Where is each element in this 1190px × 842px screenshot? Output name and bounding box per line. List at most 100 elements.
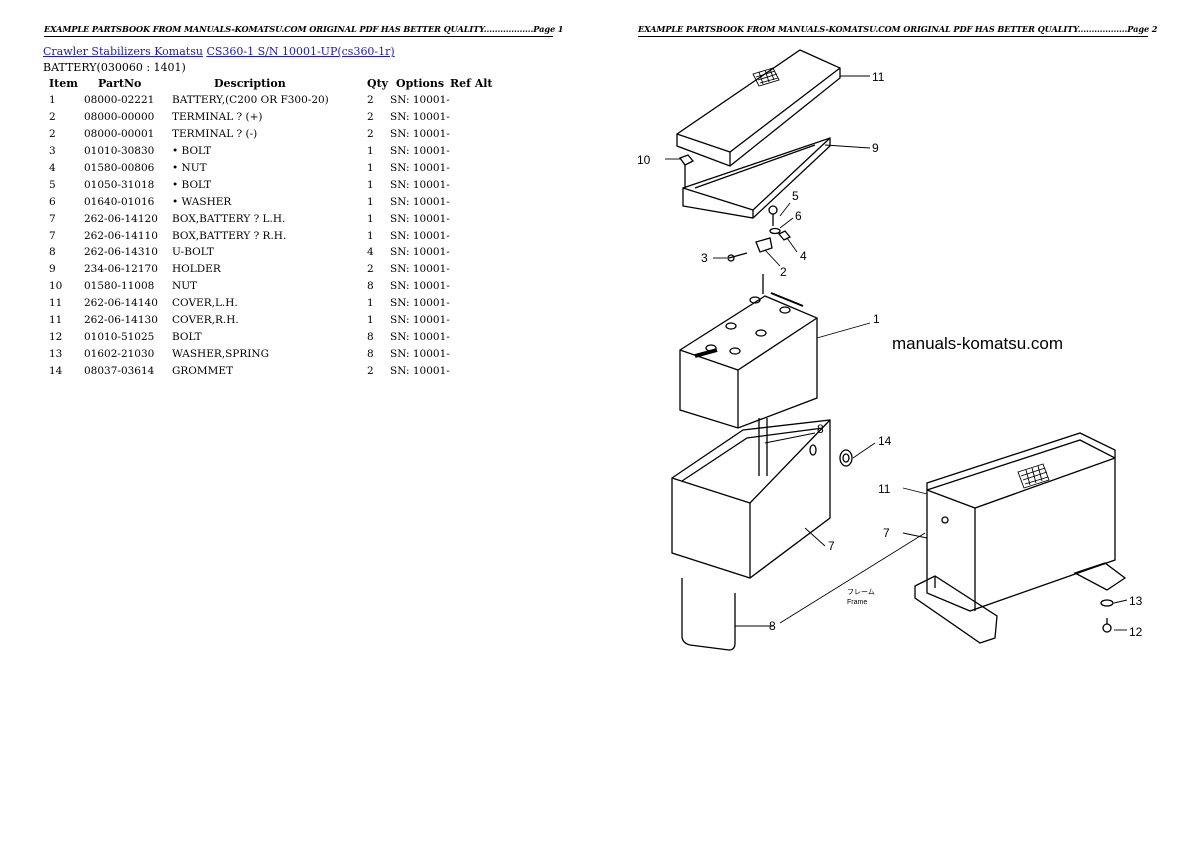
callout-5: 5 [792, 189, 799, 203]
cell-description: • WASHER [172, 195, 232, 208]
callout-10: 10 [637, 153, 651, 167]
u-bolt [681, 418, 768, 651]
assembled-battery-box [926, 432, 1116, 612]
callout-3: 3 [701, 251, 708, 265]
battery-body [679, 274, 818, 429]
cell-partno: 262-06-14130 [84, 314, 158, 327]
hardware-washer-6 [769, 227, 781, 235]
cell-item: 5 [49, 178, 56, 191]
callout-labels: 11 9 10 5 6 3 2 4 1 8 7 8 14 11 7 13 12 … [637, 70, 1143, 639]
cell-item: 11 [49, 314, 63, 327]
cell-item: 13 [49, 347, 63, 360]
page-header: EXAMPLE PARTSBOOK FROM MANUALS-KOMATSU.C… [44, 24, 564, 34]
breadcrumb-link-model[interactable]: CS360-1 S/N 10001-UP(cs360-1r) [206, 45, 395, 58]
cell-partno: 262-06-14110 [84, 229, 158, 242]
cell-partno: 08000-00000 [84, 111, 155, 124]
callout-11: 11 [872, 70, 885, 84]
cell-description: TERMINAL ? (+) [172, 111, 263, 124]
page-1: EXAMPLE PARTSBOOK FROM MANUALS-KOMATSU.C… [43, 24, 564, 379]
cell-partno: 08037-03614 [84, 364, 155, 377]
callout-2: 2 [780, 265, 787, 279]
cell-refalt [450, 244, 493, 261]
cell-refalt [450, 328, 493, 345]
callout-11-assembled: 11 [878, 482, 891, 496]
cell-description: BATTERY,(C200 OR F300-20) [172, 94, 329, 107]
cell-options: SN: 10001- [390, 347, 450, 360]
frame-label-en: Frame [847, 599, 867, 606]
cell-description: COVER,R.H. [172, 314, 239, 327]
cell-qty: 2 [367, 263, 374, 276]
cell-options: SN: 10001- [390, 94, 450, 107]
breadcrumb-link-category[interactable]: Crawler Stabilizers Komatsu [43, 45, 203, 58]
cell-item: 7 [49, 229, 56, 242]
cell-description: BOX,BATTERY ? R.H. [172, 229, 287, 242]
cell-partno: 08000-02221 [84, 94, 155, 107]
col-description-header: Description [214, 76, 286, 90]
frame-bracket-right [1073, 562, 1127, 591]
col-refalt-header: Ref Alt [450, 76, 493, 90]
cell-description: BOLT [172, 330, 202, 343]
header-rule [638, 36, 1148, 37]
cell-refalt [450, 92, 493, 109]
hardware-bolt-3 [727, 252, 748, 262]
callout-1: 1 [873, 312, 880, 326]
frame-label-jp: フレーム [847, 588, 875, 596]
cell-qty: 4 [367, 246, 374, 259]
cell-qty: 1 [367, 314, 374, 327]
cell-options: SN: 10001- [390, 145, 450, 158]
cell-qty: 2 [367, 128, 374, 141]
cell-description: HOLDER [172, 263, 221, 276]
col-partno-header: PartNo [98, 76, 142, 90]
cell-partno: 262-06-14310 [84, 246, 158, 259]
cell-refalt [450, 345, 493, 362]
battery-holder [682, 137, 831, 219]
cell-options: SN: 10001- [390, 246, 450, 259]
cell-partno: 01602-21030 [84, 347, 155, 360]
cell-partno: 262-06-14140 [84, 297, 158, 310]
cell-description: BOX,BATTERY ? L.H. [172, 212, 286, 225]
cell-item: 2 [49, 111, 56, 124]
cell-refalt [450, 210, 493, 227]
col-qty-header: Qty [367, 76, 389, 90]
cell-description: NUT [172, 280, 198, 293]
cell-qty: 8 [367, 330, 374, 343]
callout-7: 7 [828, 539, 835, 553]
cell-options: SN: 10001- [390, 195, 450, 208]
table-row: 8 262-06-14310 U-BOLT 4 SN: 10001- [43, 244, 493, 261]
callout-6: 6 [795, 209, 802, 223]
hardware-washer-13 [1100, 599, 1114, 607]
cell-partno: 01050-31018 [84, 178, 155, 191]
cell-item: 6 [49, 195, 56, 208]
callout-7-assembled: 7 [883, 526, 890, 540]
section-title: BATTERY(030060 : 1401) [43, 61, 186, 74]
cell-description: U-BOLT [172, 246, 214, 259]
battery-cover-top [676, 49, 841, 167]
cell-refalt [450, 312, 493, 329]
cell-partno: 01580-11008 [84, 280, 155, 293]
cell-item: 8 [49, 246, 56, 259]
cell-item: 2 [49, 128, 56, 141]
cell-qty: 1 [367, 212, 374, 225]
cell-refalt [450, 176, 493, 193]
cell-item: 11 [49, 297, 63, 310]
cell-item: 1 [49, 94, 56, 107]
cell-item: 3 [49, 145, 56, 158]
hardware-bolt-5 [768, 205, 778, 226]
cell-description: TERMINAL ? (-) [172, 128, 258, 141]
hardware-nut-10 [678, 154, 695, 188]
cell-refalt [450, 261, 493, 278]
col-item-header: Item [49, 76, 78, 90]
cell-partno: 01010-30830 [84, 145, 155, 158]
cell-refalt [450, 278, 493, 295]
cell-partno: 01580-00806 [84, 162, 155, 174]
cell-partno: 234-06-12170 [84, 263, 158, 276]
